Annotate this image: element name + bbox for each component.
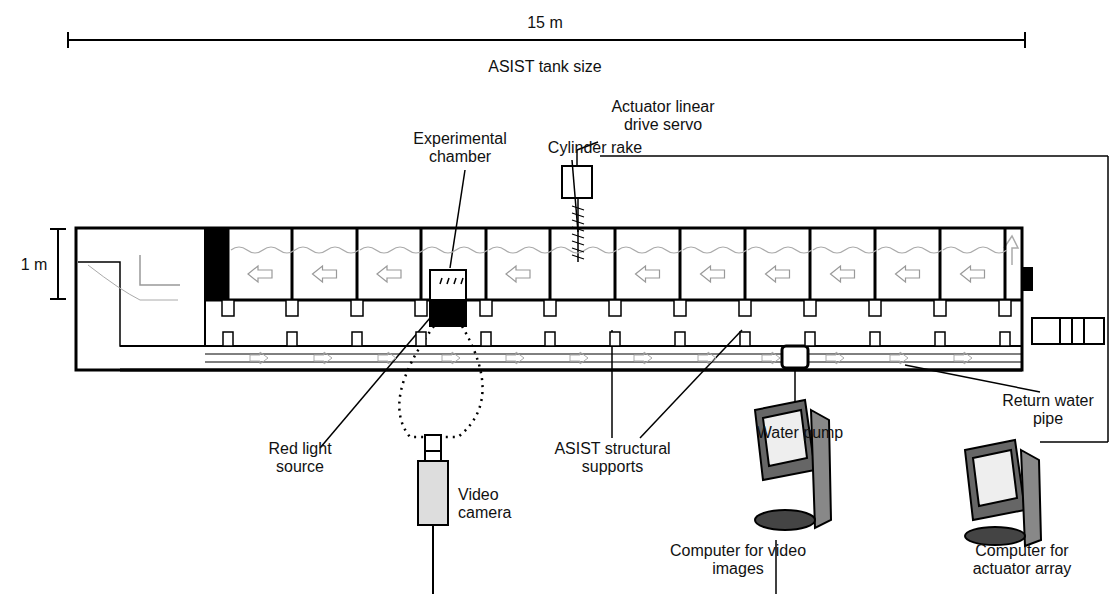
part-label: Return water pipe (998, 392, 1098, 428)
water-wave (878, 247, 942, 253)
return-arrow (506, 352, 524, 364)
support-foot (675, 332, 685, 346)
support-foot (935, 332, 945, 346)
water-wave (360, 247, 424, 253)
part-label: Water pump (755, 424, 845, 442)
support-post (286, 300, 298, 316)
flow-arrow (506, 266, 530, 282)
panel-divider (1004, 229, 1007, 300)
rake-cylinder (572, 248, 584, 252)
panel-divider (291, 229, 294, 300)
return-arrow (698, 352, 716, 364)
support-foot (805, 332, 815, 346)
return-arrow (762, 352, 780, 364)
support-post (999, 300, 1011, 316)
flow-arrow (377, 266, 401, 282)
water-wave (295, 247, 359, 253)
support-foot (416, 332, 426, 346)
support-foot (870, 332, 880, 346)
flow-arrow (831, 266, 855, 282)
support-post (869, 300, 881, 316)
panel-divider (485, 229, 488, 300)
water-wave (813, 247, 877, 253)
water-wave (683, 247, 747, 253)
support-foot (740, 332, 750, 346)
rake-cylinder (572, 241, 584, 245)
part-label: Red light source (255, 440, 345, 476)
flow-arrow (313, 266, 337, 282)
rake-cylinder (572, 234, 584, 238)
part-label: Experimental chamber (405, 130, 515, 166)
return-arrow (954, 352, 972, 364)
support-foot (545, 332, 555, 346)
return-arrow (826, 352, 844, 364)
support-post (222, 300, 234, 316)
part-label: Cylinder rake (535, 139, 655, 157)
return-arrow (634, 352, 652, 364)
support-post (739, 300, 751, 316)
part-label: Video camera (458, 486, 528, 522)
flow-arrow (636, 266, 660, 282)
part-label: Actuator linear drive servo (598, 98, 728, 134)
part-label: Computer for actuator array (952, 542, 1092, 578)
part-label: 15 m (495, 14, 595, 32)
support-post (415, 300, 427, 316)
support-foot (287, 332, 297, 346)
water-wave (231, 247, 295, 253)
part-label: 1 m (16, 256, 52, 274)
panel-divider (227, 229, 230, 300)
return-arrow (442, 352, 460, 364)
panel-divider (744, 229, 747, 300)
panel-divider (679, 229, 682, 300)
return-arrow (570, 352, 588, 364)
part-label: ASIST tank size (460, 58, 630, 76)
water-wave (553, 247, 617, 253)
water-wave (424, 247, 488, 253)
return-arrow (314, 352, 332, 364)
support-foot (610, 332, 620, 346)
support-foot (352, 332, 362, 346)
support-post (934, 300, 946, 316)
return-arrow (890, 352, 908, 364)
support-foot (481, 332, 491, 346)
part-label: Computer for video images (668, 542, 808, 578)
return-arrow (378, 352, 396, 364)
panel-divider (874, 229, 877, 300)
rake-cylinder (572, 213, 584, 217)
part-label: ASIST structural supports (540, 440, 685, 476)
rake-cylinder (572, 220, 584, 224)
panel-divider (809, 229, 812, 300)
water-wave (748, 247, 812, 253)
support-post (351, 300, 363, 316)
water-wave (489, 247, 553, 253)
return-arrow (250, 352, 268, 364)
rake-cylinder (572, 206, 584, 210)
support-post (804, 300, 816, 316)
support-post (609, 300, 621, 316)
panel-divider (356, 229, 359, 300)
panel-divider (549, 229, 552, 300)
flow-arrow (896, 266, 920, 282)
water-wave (943, 247, 1007, 253)
support-post (480, 300, 492, 316)
support-post (674, 300, 686, 316)
water-wave (618, 247, 682, 253)
support-foot (223, 332, 233, 346)
panel-divider (420, 229, 423, 300)
panel-divider (939, 229, 942, 300)
flow-arrow (766, 266, 790, 282)
flow-arrow (701, 266, 725, 282)
flow-arrow (961, 266, 985, 282)
rake-cylinder (572, 255, 584, 259)
support-post (544, 300, 556, 316)
support-foot (1000, 332, 1010, 346)
panel-divider (614, 229, 617, 300)
rake-cylinder (572, 227, 584, 231)
flow-arrow (248, 266, 272, 282)
